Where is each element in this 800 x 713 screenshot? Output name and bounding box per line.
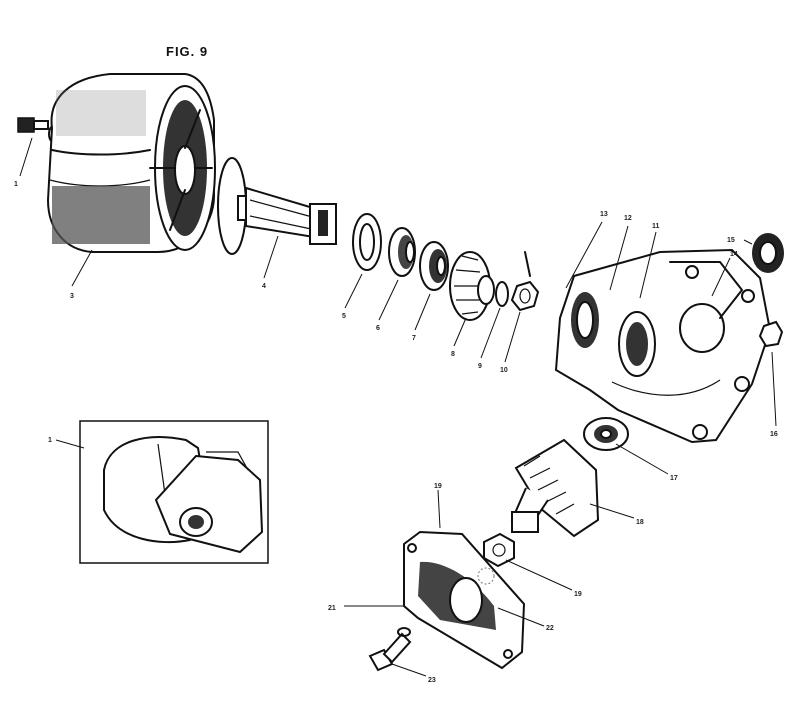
callout-label: 4 xyxy=(262,283,266,290)
figure-title: FIG. 9 xyxy=(166,44,209,59)
callout-label: 11 xyxy=(652,223,660,230)
callout-label: 15 xyxy=(727,237,735,244)
assembled-unit-inset xyxy=(79,420,269,564)
seal-ring-part xyxy=(752,233,784,273)
callout-label: 14 xyxy=(730,251,738,258)
callout-label: 3 xyxy=(70,293,74,300)
callout-label: 19 xyxy=(574,591,582,598)
bottom-bolt-part xyxy=(368,627,412,672)
callout-label: 7 xyxy=(412,335,416,342)
leader-lines xyxy=(19,137,777,677)
callout-label: 5 xyxy=(342,313,346,320)
callout-label: 12 xyxy=(624,215,632,222)
callout-label: 23 xyxy=(428,677,436,684)
callout-label: 17 xyxy=(670,475,678,482)
gearbox-housing-part xyxy=(554,248,772,444)
bevel-gear-shaft-part xyxy=(510,438,600,538)
output-bearing-part xyxy=(583,417,629,451)
callout-label: 16 xyxy=(770,431,778,438)
flywheel-drum-part xyxy=(46,73,216,253)
bearing-race-part xyxy=(352,213,382,271)
callout-label: 13 xyxy=(600,211,608,218)
roller-bearing-part xyxy=(388,227,416,277)
callout-label: 9 xyxy=(478,363,482,370)
callout-label: 1 xyxy=(14,181,18,188)
pinion-gear-part xyxy=(449,251,495,321)
small-nut-part xyxy=(758,320,784,348)
callout-label: 18 xyxy=(636,519,644,526)
shaft-flange-part xyxy=(217,157,337,255)
callout-label: 8 xyxy=(451,351,455,358)
callout-labels: 1 3 4 5 6 7 8 9 10 13 12 11 15 14 16 17 … xyxy=(14,181,778,684)
callout-label: 6 xyxy=(376,325,380,332)
callout-label: 10 xyxy=(500,367,508,374)
washer-part xyxy=(495,281,509,307)
callout-label: 1 xyxy=(48,437,52,444)
callout-label: 21 xyxy=(328,605,336,612)
bolt-part xyxy=(17,117,56,142)
callout-label: 19 xyxy=(434,483,442,490)
callout-label: 22 xyxy=(546,625,554,632)
cover-plate-part xyxy=(403,530,526,670)
bearing-cone-part xyxy=(419,241,449,291)
nut-cotter-part xyxy=(510,251,540,312)
callout-label: 2 xyxy=(16,193,20,200)
